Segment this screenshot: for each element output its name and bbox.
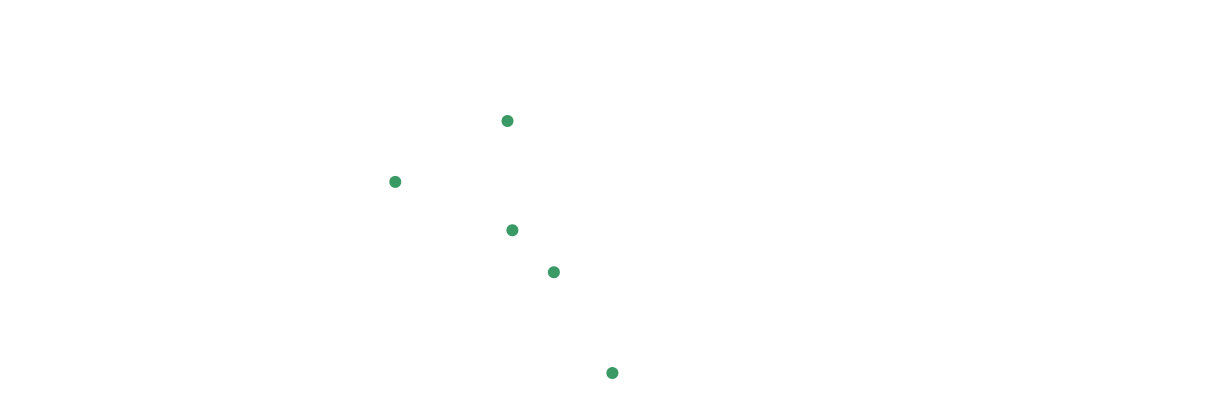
data-point-2 <box>389 175 402 188</box>
data-point-5 <box>606 367 619 379</box>
data-point-1 <box>501 115 514 127</box>
data-point-4 <box>547 266 560 279</box>
data-point-3 <box>506 224 519 237</box>
points-layer <box>389 115 619 379</box>
